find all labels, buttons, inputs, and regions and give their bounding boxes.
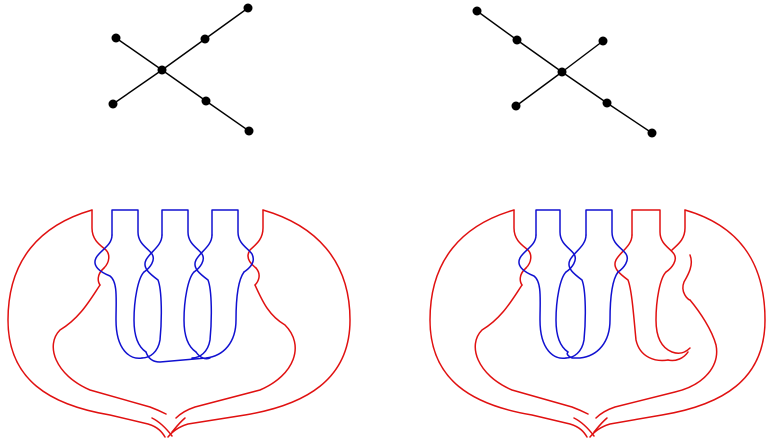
red-strand-crossing: [171, 417, 186, 433]
graph-edge: [112, 69, 163, 105]
blue-strand: [183, 271, 197, 353]
red-strand-column: [614, 234, 669, 362]
graph-node: [557, 67, 567, 77]
red-strand-outer: [589, 209, 766, 438]
red-strand-crossing: [593, 417, 608, 433]
graph-node: [598, 36, 608, 46]
blue-strand: [565, 234, 587, 359]
graph-edge: [204, 7, 249, 40]
blue-strand: [145, 271, 245, 363]
blue-strand: [195, 351, 211, 360]
red-strand-link: [254, 267, 260, 286]
graph-edge: [561, 71, 608, 104]
graph-edge: [516, 39, 563, 73]
left-knot-diagram: [7, 209, 351, 438]
red-strand-top-left: [91, 209, 110, 269]
graph-node: [201, 96, 211, 106]
red-strand-top-left: [513, 209, 532, 269]
red-strand-inner-right: [595, 299, 718, 419]
graph-node: [108, 99, 118, 109]
graph-node: [647, 128, 657, 138]
blue-strand: [94, 234, 143, 359]
graph-edge: [561, 40, 604, 73]
left-tree-graph: [108, 3, 254, 136]
blue-strand: [518, 234, 567, 359]
red-strand-inner-left: [52, 284, 167, 415]
red-strand-inner-right: [175, 284, 296, 419]
blue-strand: [161, 209, 205, 273]
right-tree-graph: [472, 6, 657, 138]
red-strand-link: [519, 267, 527, 286]
red-strand-crossing: [151, 417, 173, 437]
graph-node: [602, 98, 612, 108]
red-strand-column: [682, 254, 693, 301]
blue-strand: [191, 234, 213, 359]
red-strand-column: [671, 209, 686, 251]
graph-node: [111, 33, 121, 43]
blue-strand: [535, 209, 577, 273]
red-strand-outer: [167, 209, 351, 438]
red-strand-outer: [7, 209, 166, 438]
graph-edge: [205, 100, 250, 132]
red-strand-column: [667, 351, 689, 362]
red-strand-top-right: [247, 209, 264, 269]
red-strand-crossing: [573, 417, 595, 437]
graph-edge: [606, 102, 653, 134]
graph-node: [244, 126, 254, 136]
right-knot-diagram: [429, 209, 766, 438]
graph-edge: [115, 37, 163, 71]
graph-edge: [515, 71, 563, 107]
red-strand-column: [631, 209, 677, 273]
graph-edge: [161, 38, 206, 71]
graph-node: [511, 101, 521, 111]
graph-node: [200, 34, 210, 44]
blue-strand: [141, 234, 163, 359]
graph-node: [512, 35, 522, 45]
red-strand-outer: [429, 209, 588, 438]
blue-strand: [211, 209, 255, 273]
blue-strand: [111, 209, 155, 273]
graph-node: [157, 65, 167, 75]
blue-strand: [566, 271, 619, 359]
blue-strand: [585, 209, 629, 273]
red-strand-inner-left: [474, 284, 589, 415]
blue-strand: [133, 271, 147, 353]
red-strand-link: [97, 267, 105, 286]
graph-node: [243, 3, 253, 13]
graph-edge: [161, 69, 207, 102]
graph-node: [472, 6, 482, 16]
graph-edge: [476, 10, 518, 41]
blue-strand: [555, 271, 569, 353]
red-strand-column: [655, 271, 691, 354]
